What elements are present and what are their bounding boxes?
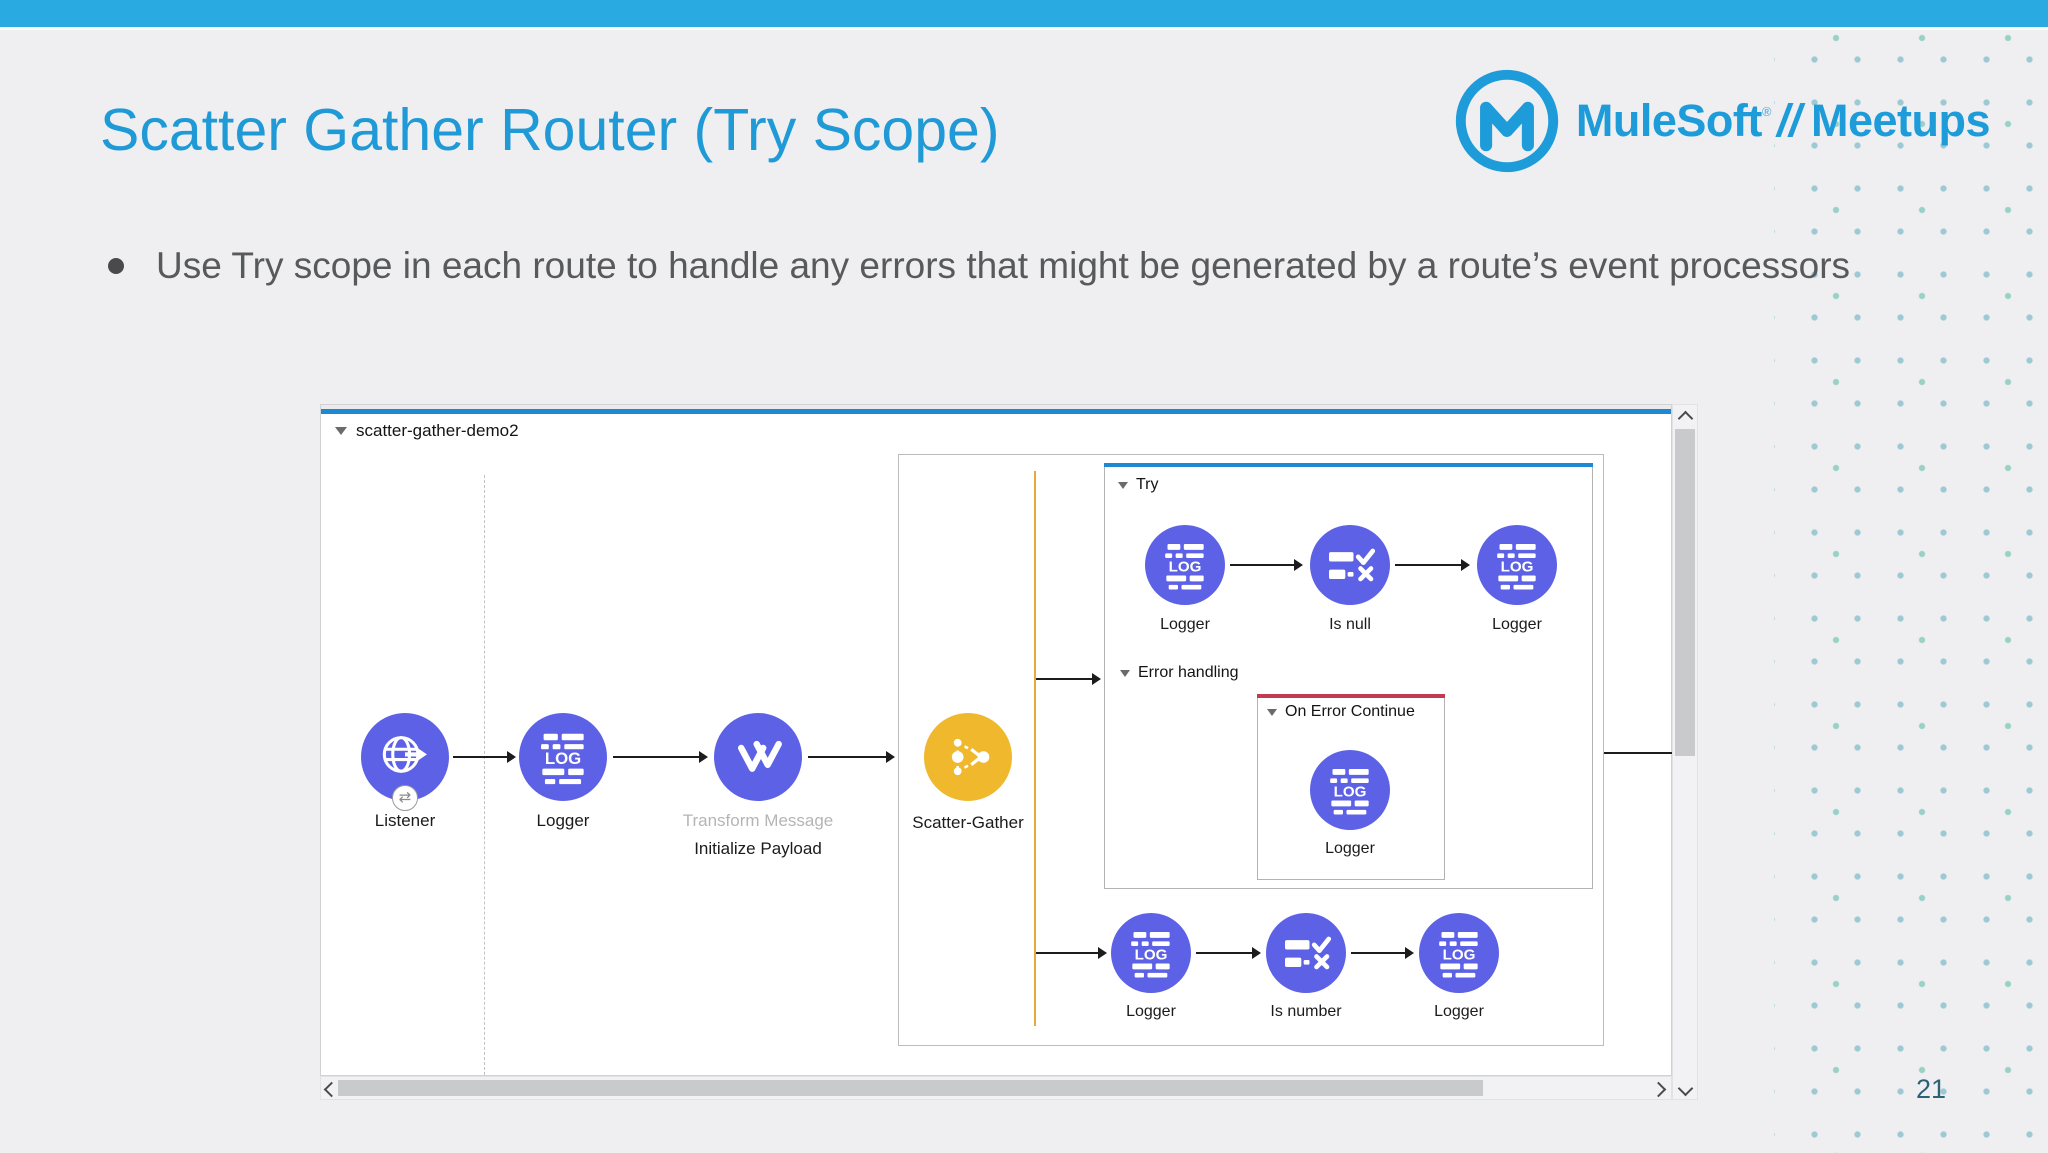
page-title: Scatter Gather Router (Try Scope)	[100, 97, 1000, 163]
on-error-continue-title: On Error Continue	[1285, 703, 1415, 720]
error-handling-header[interactable]: Error handling	[1120, 664, 1239, 682]
log-icon: LOG	[1439, 932, 1478, 978]
log-icon: LOG	[1131, 932, 1170, 978]
flow-arrow	[1230, 559, 1303, 571]
svg-text:LOG: LOG	[1169, 558, 1202, 575]
bullet-text: Use Try scope in each route to handle an…	[156, 245, 1851, 286]
flow-arrow	[1351, 947, 1414, 959]
try-scope-header[interactable]: Try	[1118, 476, 1159, 494]
error-handling-title: Error handling	[1138, 664, 1239, 681]
collapse-triangle-icon[interactable]	[1118, 481, 1128, 489]
log-icon: LOG	[1497, 544, 1536, 590]
flow-arrow	[453, 751, 516, 763]
log-icon: LOG	[1330, 769, 1369, 815]
vertical-scrollbar[interactable]	[1672, 404, 1698, 1100]
validation-check-x-icon	[1329, 548, 1376, 582]
logger-node[interactable]: LOG	[1477, 525, 1557, 605]
logo-separator: //	[1776, 95, 1802, 146]
logger-node[interactable]: LOG	[519, 713, 607, 801]
editor-highlight-line	[321, 409, 1671, 414]
bullet-item: Use Try scope in each route to handle an…	[104, 240, 1914, 292]
on-error-continue-scope[interactable]: On Error Continue LOG Logger	[1257, 694, 1445, 880]
scatter-gather-node[interactable]	[924, 713, 1012, 801]
log-icon: LOG	[541, 733, 584, 785]
slide-accent-bar	[0, 0, 2048, 30]
logger-node[interactable]: LOG	[1145, 525, 1225, 605]
flow-exit-line	[1604, 752, 1672, 754]
validation-check-x-icon	[1285, 936, 1332, 970]
collapse-triangle-icon[interactable]	[1120, 669, 1130, 677]
flow-arrow	[613, 751, 708, 763]
mulesoft-m-icon	[1455, 69, 1559, 173]
node-label: Is number	[1270, 1003, 1342, 1020]
registered-mark: ®	[1761, 104, 1772, 119]
flow-editor-panel: scatter-gather-demo2 ⇄ Listener	[320, 404, 1698, 1100]
logger-node[interactable]: LOG	[1310, 750, 1390, 830]
try-scope-title: Try	[1136, 476, 1159, 493]
flow-canvas[interactable]: scatter-gather-demo2 ⇄ Listener	[320, 404, 1672, 1076]
dataweave-icon	[737, 740, 782, 772]
scatter-gather-icon	[951, 738, 990, 776]
node-label: Listener	[374, 811, 436, 830]
logo-suffix: Meetups	[1810, 95, 1991, 146]
collapse-triangle-icon[interactable]	[335, 427, 347, 435]
node-name-label: Initialize Payload	[694, 839, 822, 858]
svg-text:LOG: LOG	[1334, 783, 1367, 800]
bullet-marker-icon	[108, 258, 124, 274]
bidirectional-arrows-icon: ⇄	[392, 785, 418, 811]
on-error-continue-top-border	[1257, 694, 1445, 698]
source-separator-dashed-line	[484, 475, 485, 1075]
flow-arrow	[1196, 947, 1261, 959]
flow-name: scatter-gather-demo2	[356, 421, 519, 440]
node-type-label: Transform Message	[682, 811, 834, 830]
log-icon: LOG	[1165, 544, 1204, 590]
node-label: Scatter-Gather	[912, 813, 1024, 832]
flow-name-header[interactable]: scatter-gather-demo2	[335, 421, 519, 441]
scroll-right-icon[interactable]	[1650, 1081, 1667, 1098]
logger-node[interactable]: LOG	[1111, 913, 1191, 993]
svg-text:LOG: LOG	[545, 749, 581, 768]
svg-text:LOG: LOG	[1135, 946, 1168, 963]
node-label: Logger	[1492, 616, 1542, 633]
try-scope[interactable]: Try LOG Logger	[1104, 463, 1593, 889]
node-label: Logger	[1434, 1003, 1484, 1020]
is-number-validation-node[interactable]	[1266, 913, 1346, 993]
transform-message-node[interactable]	[714, 713, 802, 801]
route-split-line	[1034, 471, 1036, 1026]
logo-brand: MuleSoft	[1575, 95, 1762, 146]
mulesoft-meetups-logo: MuleSoft® //Meetups	[1452, 66, 1991, 176]
svg-text:LOG: LOG	[1443, 946, 1476, 963]
dot-pattern-decoration	[1774, 30, 2048, 1153]
is-null-validation-node[interactable]	[1310, 525, 1390, 605]
node-label: Logger	[1126, 1003, 1176, 1020]
node-label: Logger	[536, 811, 590, 830]
horizontal-scrollbar-thumb[interactable]	[338, 1080, 1483, 1096]
node-label: Is null	[1329, 616, 1371, 633]
route-arrow	[1036, 947, 1107, 959]
logo-wordmark: MuleSoft® //Meetups	[1575, 95, 1991, 147]
svg-text:LOG: LOG	[1501, 558, 1534, 575]
scroll-left-icon[interactable]	[323, 1081, 340, 1098]
page-number: 21	[1915, 1074, 1946, 1104]
scroll-down-icon[interactable]	[1677, 1080, 1694, 1097]
globe-icon	[382, 736, 427, 773]
node-label: Logger	[1325, 840, 1375, 857]
horizontal-scrollbar[interactable]	[320, 1076, 1672, 1100]
vertical-scrollbar-thumb[interactable]	[1675, 429, 1695, 756]
logger-node[interactable]: LOG	[1419, 913, 1499, 993]
collapse-triangle-icon[interactable]	[1267, 708, 1277, 716]
node-label: Logger	[1160, 616, 1210, 633]
try-scope-top-border	[1104, 463, 1593, 467]
flow-arrow	[808, 751, 895, 763]
flow-arrow	[1395, 559, 1470, 571]
scroll-up-icon[interactable]	[1677, 410, 1694, 427]
on-error-continue-header[interactable]: On Error Continue	[1267, 703, 1415, 721]
route-arrow	[1036, 673, 1101, 685]
editor-tab-strip	[321, 405, 1671, 409]
